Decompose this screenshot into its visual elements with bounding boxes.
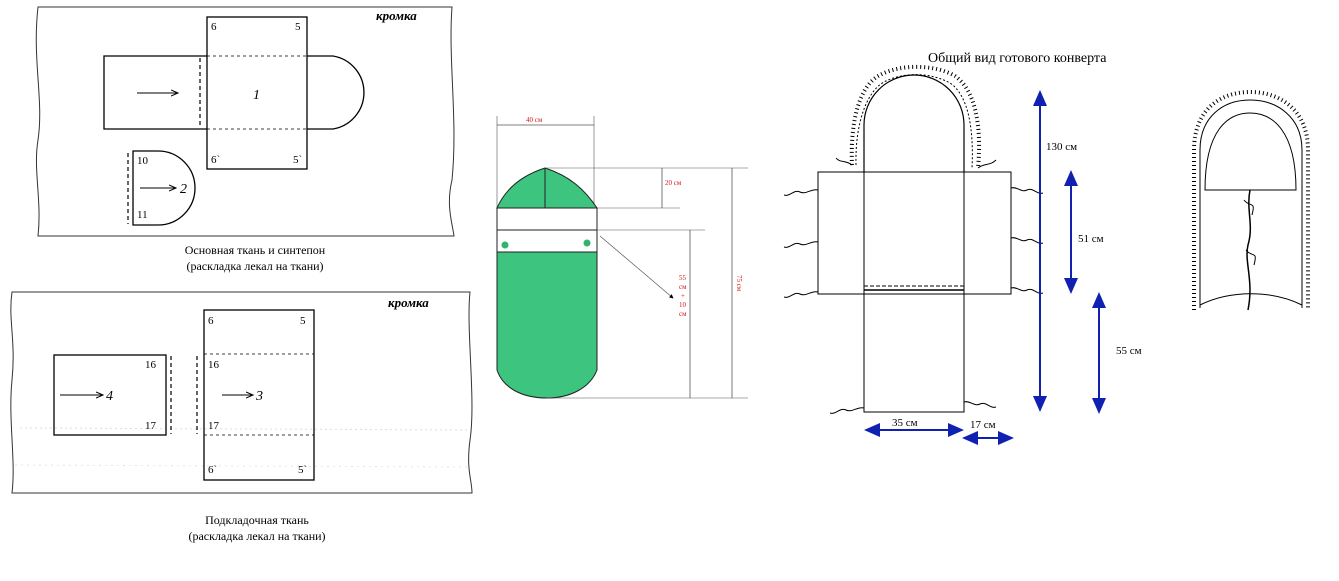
total-dim-label: 75 см bbox=[735, 275, 743, 292]
overview-title: Общий вид готового конверта bbox=[928, 51, 1107, 66]
side-view bbox=[1192, 89, 1310, 311]
caption-main-line1: Основная ткань и синтепон bbox=[184, 243, 326, 257]
body-dim-3: + bbox=[681, 292, 685, 300]
piece-3-label: 3 bbox=[255, 389, 263, 404]
main-fabric-layout: кромка 1 6 5 6` 5` 2 10 11 bbox=[35, 6, 455, 237]
mark-5-b: 5 bbox=[300, 315, 306, 327]
mark-5p-b: 5` bbox=[298, 464, 307, 476]
dim-55-label: 55 см bbox=[1116, 345, 1142, 357]
piece-1-label: 1 bbox=[253, 88, 260, 103]
mark-16a: 16 bbox=[145, 359, 157, 371]
piece-2-label: 2 bbox=[180, 182, 187, 197]
piece-1-center bbox=[206, 16, 308, 170]
piece-1-right-wing bbox=[307, 55, 365, 130]
hood-dim-label: 20 см bbox=[665, 179, 682, 187]
mark-6p-b: 6` bbox=[208, 464, 217, 476]
body-dim-5: см bbox=[679, 310, 687, 318]
green-body bbox=[496, 251, 598, 399]
selvage-label-bottom: кромка bbox=[388, 295, 429, 310]
button-dot-left bbox=[501, 241, 509, 249]
fabric-outline-bottom bbox=[10, 291, 473, 494]
selvage-label-top: кромка bbox=[376, 8, 417, 23]
mark-6: 6 bbox=[211, 21, 217, 33]
mark-6-b: 6 bbox=[208, 315, 214, 327]
sleeve-block bbox=[817, 171, 1012, 295]
caption-main-line2: (раскладка лекал на ткани) bbox=[186, 259, 324, 273]
width-label: 40 см bbox=[526, 116, 543, 124]
dim-130-label: 130 см bbox=[1046, 141, 1077, 153]
piece-3 bbox=[203, 309, 315, 481]
white-band bbox=[496, 207, 598, 231]
mark-10: 10 bbox=[137, 155, 149, 167]
piece-4-label: 4 bbox=[106, 389, 113, 404]
dim-17-label: 17 см bbox=[970, 419, 996, 431]
body-dim-4: 10 bbox=[679, 301, 687, 309]
mark-17a: 17 bbox=[145, 420, 157, 432]
dim-35-label: 35 см bbox=[892, 417, 918, 429]
white-band-2 bbox=[496, 229, 598, 253]
hood-arch bbox=[863, 74, 965, 172]
mark-5: 5 bbox=[295, 21, 301, 33]
caption-main-fabric: Основная ткань и синтепон (раскладка лек… bbox=[130, 242, 380, 274]
body-dim-2: см bbox=[679, 283, 687, 291]
piece-2-hood bbox=[132, 150, 196, 226]
caption-lining-fabric: Подкладочная ткань (раскладка лекал на т… bbox=[132, 512, 382, 544]
body-center bbox=[863, 171, 965, 413]
caption-lining-line2: (раскладка лекал на ткани) bbox=[188, 529, 326, 543]
finished-envelope-overview: Общий вид готового конверта 130 см 51 см… bbox=[783, 51, 1310, 445]
button-dot-right bbox=[583, 239, 591, 247]
mark-11: 11 bbox=[137, 209, 148, 221]
lining-fabric-layout: кромка 4 16 17 3 6 5 16 17 6` 5` bbox=[10, 291, 473, 494]
mark-6p: 6` bbox=[211, 154, 220, 166]
dim-51-label: 51 см bbox=[1078, 233, 1104, 245]
caption-lining-line1: Подкладочная ткань bbox=[205, 513, 309, 527]
mark-16b: 16 bbox=[208, 359, 220, 371]
piece-4 bbox=[53, 354, 167, 436]
fabric-outline bbox=[35, 6, 455, 237]
hood-lace bbox=[849, 64, 982, 169]
piece-1-left-wing bbox=[103, 55, 207, 130]
mark-17b: 17 bbox=[208, 420, 220, 432]
mark-5p: 5` bbox=[293, 154, 302, 166]
green-hood bbox=[496, 167, 598, 209]
green-envelope-pattern: 40 см 20 см 55 см + 10 см 75 см bbox=[496, 116, 748, 399]
body-dim-1: 55 bbox=[679, 274, 687, 282]
